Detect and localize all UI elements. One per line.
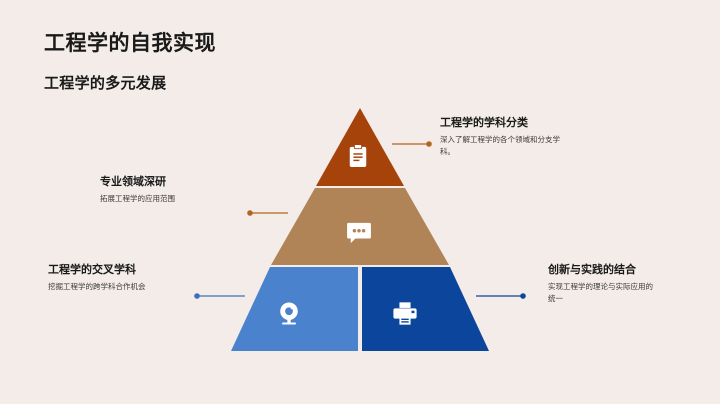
connector-top (392, 141, 432, 147)
connector-bottom-left (194, 293, 245, 299)
comment-icon (347, 222, 371, 244)
callout-heading: 专业领域深研 (100, 176, 166, 188)
callout-heading: 工程学的交叉学科 (48, 264, 136, 276)
connector-middle (247, 210, 288, 216)
callout-description: 挖掘工程学的跨学科合作机会 (48, 282, 146, 291)
callout-description: 深入了解工程学的各个领域和分支学科。 (440, 135, 560, 156)
callout-description: 拓展工程学的应用范围 (100, 194, 175, 203)
connector-bottom-right (476, 293, 526, 299)
callout-heading: 创新与实践的结合 (548, 264, 636, 276)
callout-heading: 工程学的学科分类 (440, 117, 528, 129)
callout-bottom-left-tier[interactable]: 工程学的交叉学科 挖掘工程学的跨学科合作机会 (48, 263, 188, 293)
callout-description: 实现工程学的理论与实际应用的统一 (548, 282, 653, 303)
pyramid-tier-bottom-right[interactable] (362, 267, 489, 351)
clipboard-icon (349, 144, 367, 167)
webcam-icon (280, 302, 298, 325)
callout-bottom-right-tier[interactable]: 创新与实践的结合 实现工程学的理论与实际应用的统一 (548, 263, 688, 305)
page-title: 工程学的自我实现 (44, 32, 216, 55)
page-subtitle: 工程学的多元发展 (44, 75, 167, 92)
printer-icon (393, 302, 417, 325)
callout-middle-tier[interactable]: 专业领域深研 拓展工程学的应用范围 (100, 175, 250, 205)
callout-top-tier[interactable]: 工程学的学科分类 深入了解工程学的各个领域和分支学科。 (440, 116, 590, 158)
